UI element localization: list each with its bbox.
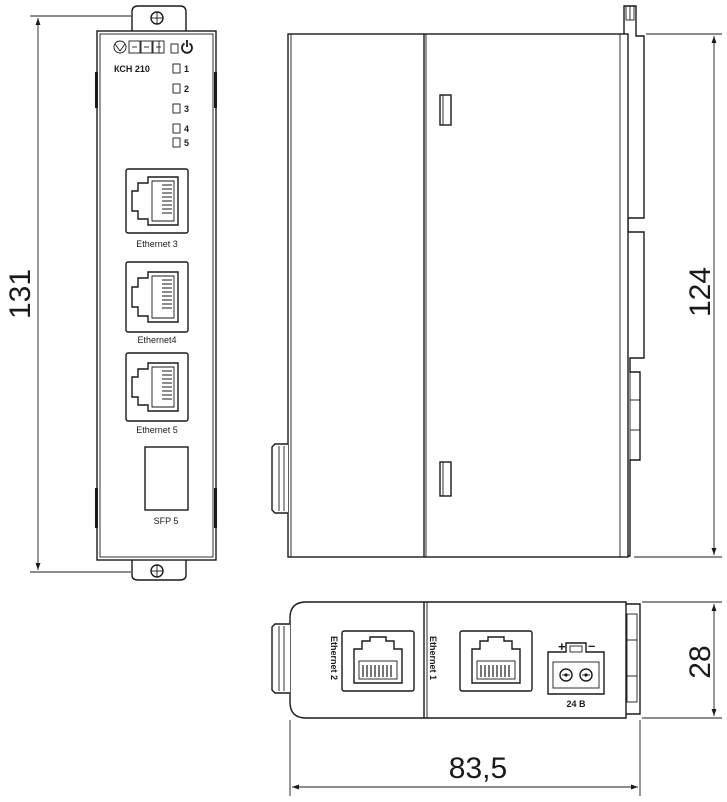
dimension-131: 131 <box>4 15 131 573</box>
ethernet-2-label: Ethernet 2 <box>329 636 339 680</box>
led-label: 5 <box>184 138 189 148</box>
side-view <box>271 5 645 558</box>
dimension-83-5: 83,5 <box>289 720 641 796</box>
sfp-label: SFP 5 <box>154 516 179 526</box>
dimension-131-label: 131 <box>4 269 37 319</box>
ethernet-3-label: Ethernet 3 <box>136 239 178 249</box>
led-column: 1 2 3 4 5 <box>172 63 189 148</box>
plus-sign: + <box>558 639 566 654</box>
power-icon <box>181 40 193 54</box>
ethernet-port-4 <box>125 261 189 333</box>
bottom-view: Ethernet 2 Ethernet 1 + – 24 В <box>271 601 641 719</box>
brand-logo <box>113 40 165 54</box>
led-4 <box>172 123 181 134</box>
ethernet-5-label: Ethernet 5 <box>136 425 178 435</box>
sfp-port <box>144 446 189 511</box>
led-label: 2 <box>184 84 189 94</box>
led-5 <box>172 137 181 148</box>
power-led <box>170 43 179 54</box>
minus-sign: – <box>588 638 595 653</box>
power-voltage-label: 24 В <box>566 699 586 709</box>
front-view: КСН 210 1 2 3 4 5 <box>95 5 217 581</box>
ethernet-port-1 <box>459 630 533 692</box>
model-label: КСН 210 <box>114 64 150 74</box>
led-3 <box>172 103 181 114</box>
ethernet-4-label: Ethernet4 <box>137 335 176 345</box>
led-2 <box>172 83 181 94</box>
ethernet-port-2 <box>341 630 415 692</box>
ethernet-port-3 <box>125 168 189 234</box>
dimension-83-5-label: 83,5 <box>449 752 507 785</box>
power-terminal <box>547 642 605 695</box>
led-label: 3 <box>184 104 189 114</box>
dimension-28-label: 28 <box>684 645 717 678</box>
led-label: 1 <box>184 64 189 74</box>
led-label: 4 <box>184 124 189 134</box>
ethernet-port-5 <box>125 352 189 422</box>
ethernet-1-label: Ethernet 1 <box>428 636 438 680</box>
led-1 <box>172 63 181 74</box>
dimension-28: 28 <box>642 601 722 719</box>
dimension-124: 124 <box>634 33 722 558</box>
dimension-124-label: 124 <box>684 267 717 317</box>
